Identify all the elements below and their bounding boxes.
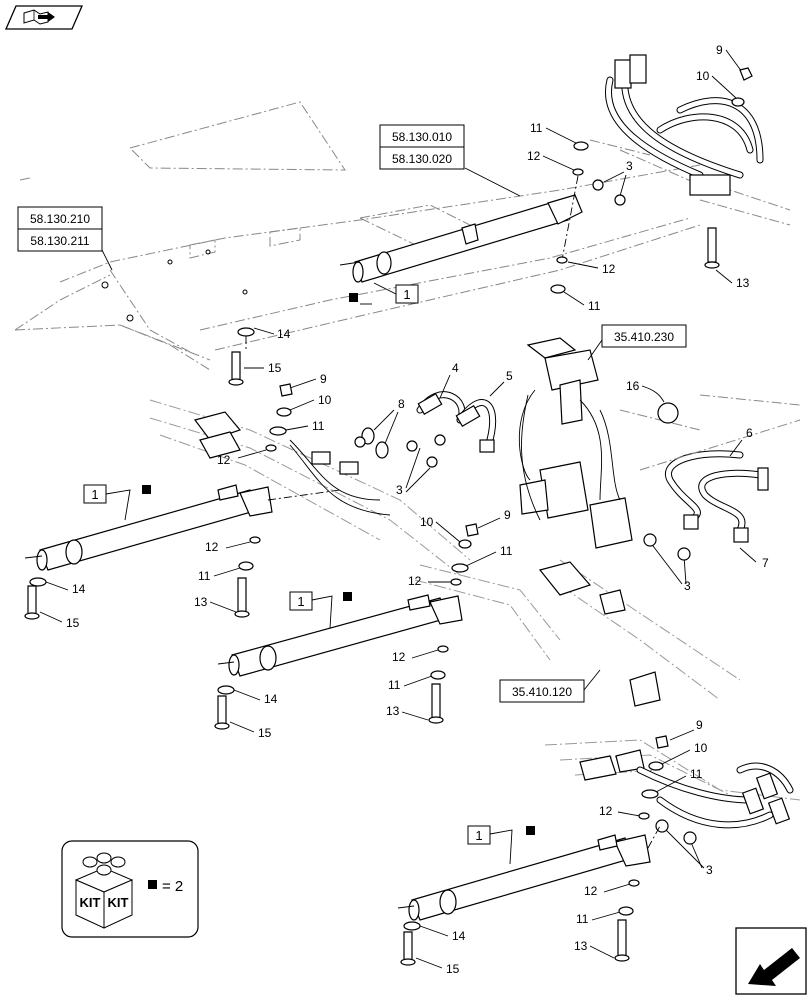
svg-text:14: 14	[277, 327, 291, 341]
svg-text:11: 11	[388, 678, 401, 692]
svg-text:13: 13	[736, 276, 750, 290]
callout-group-middle-right: 16 6 7 10 9 11 12 3	[408, 379, 769, 593]
hydraulic-cylinder-lower	[397, 825, 661, 921]
middle-left-frame	[149, 399, 471, 576]
hoses-top-right	[605, 54, 764, 196]
svg-text:3: 3	[706, 863, 713, 877]
svg-text:10: 10	[694, 741, 708, 755]
upper-frame	[14, 101, 791, 371]
svg-text:1: 1	[403, 287, 410, 302]
book-arrow-icon[interactable]	[5, 5, 83, 30]
svg-text:9: 9	[716, 43, 723, 57]
svg-text:9: 9	[696, 718, 703, 732]
svg-text:11: 11	[530, 121, 543, 135]
hydraulic-cylinder-middle	[217, 594, 463, 677]
svg-text:14: 14	[72, 582, 86, 596]
hoses-middle	[289, 391, 497, 516]
svg-text:58.130.010: 58.130.010	[392, 130, 452, 144]
svg-text:10: 10	[318, 393, 332, 407]
svg-text:14: 14	[452, 929, 466, 943]
svg-text:11: 11	[198, 569, 211, 583]
svg-text:3: 3	[396, 483, 403, 497]
svg-text:13: 13	[574, 939, 588, 953]
reference-box-58-130-010[interactable]: 58.130.010	[379, 124, 465, 148]
svg-text:KIT: KIT	[80, 895, 101, 910]
svg-text:1: 1	[91, 487, 98, 502]
svg-text:10: 10	[420, 515, 434, 529]
callout-group-middle-left-lower: 12 11 13 14 15	[24, 536, 261, 630]
svg-text:11: 11	[312, 419, 325, 433]
svg-text:11: 11	[500, 544, 513, 558]
svg-text:58.130.210: 58.130.210	[30, 212, 90, 226]
callout-group-lower: 1	[467, 825, 535, 865]
svg-text:1: 1	[297, 594, 304, 609]
hydraulic-cylinder-middle-left	[24, 484, 341, 571]
svg-text:9: 9	[320, 372, 327, 386]
svg-text:3: 3	[626, 159, 633, 173]
kit-box-icon: KIT KIT	[74, 852, 134, 929]
svg-text:12: 12	[392, 650, 406, 664]
svg-text:14: 14	[264, 692, 278, 706]
svg-text:KIT: KIT	[108, 895, 129, 910]
svg-text:= 2: = 2	[162, 878, 183, 895]
svg-text:12: 12	[205, 540, 219, 554]
svg-text:15: 15	[268, 361, 282, 375]
svg-text:12: 12	[408, 574, 422, 588]
svg-text:11: 11	[690, 767, 703, 781]
callout-group-lower-bottom: 12 11 13 14 15	[400, 879, 640, 976]
reference-box-58-130-020[interactable]: 58.130.020	[379, 146, 465, 170]
valve-block-center	[414, 337, 741, 707]
reference-box-35-410-120[interactable]: 35.410.120	[499, 679, 585, 703]
svg-text:15: 15	[66, 616, 80, 630]
svg-text:15: 15	[446, 962, 460, 976]
svg-text:10: 10	[696, 69, 710, 83]
callout-group-top: 9 10 11 12 3 12 11 13 1 14	[228, 43, 753, 386]
svg-text:11: 11	[588, 299, 601, 313]
svg-text:35.410.120: 35.410.120	[512, 685, 572, 699]
svg-text:11: 11	[576, 912, 589, 926]
svg-text:1: 1	[475, 828, 482, 843]
svg-text:8: 8	[398, 397, 405, 411]
callout-group-middle: 1	[289, 591, 352, 629]
svg-text:7: 7	[762, 556, 769, 570]
callout-group-middle-lower: 12 11 13 14 15	[214, 645, 449, 740]
reference-box-58-130-210[interactable]: 58.130.210	[17, 206, 103, 230]
svg-text:9: 9	[504, 508, 511, 522]
svg-text:12: 12	[602, 262, 616, 276]
reference-box-35-410-230[interactable]: 35.410.230	[601, 324, 687, 348]
svg-text:16: 16	[626, 379, 640, 393]
svg-text:12: 12	[527, 149, 541, 163]
hoses-lower-right	[636, 762, 794, 829]
svg-text:15: 15	[258, 726, 272, 740]
svg-text:12: 12	[599, 804, 613, 818]
kit-legend: KIT KIT = 2	[61, 840, 199, 938]
svg-text:5: 5	[506, 369, 513, 383]
svg-text:6: 6	[746, 426, 753, 440]
svg-text:12: 12	[584, 884, 598, 898]
svg-text:12: 12	[217, 453, 231, 467]
callout-group-middle-left: 9 10 11 12 4 5 8 3 1	[83, 361, 513, 521]
svg-text:13: 13	[386, 704, 400, 718]
svg-text:13: 13	[194, 595, 208, 609]
svg-text:35.410.230: 35.410.230	[614, 330, 674, 344]
svg-text:58.130.211: 58.130.211	[30, 234, 89, 248]
callout-group-lower-right: 9 10 11 12 3	[599, 718, 713, 877]
svg-text:3: 3	[684, 579, 691, 593]
reference-box-58-130-211[interactable]: 58.130.211	[17, 228, 103, 252]
svg-text:4: 4	[452, 361, 459, 375]
hydraulic-cylinder-top	[339, 194, 583, 283]
svg-text:58.130.020: 58.130.020	[392, 152, 452, 166]
arrow-down-left-icon[interactable]	[735, 927, 807, 995]
hoses-right	[619, 394, 801, 543]
